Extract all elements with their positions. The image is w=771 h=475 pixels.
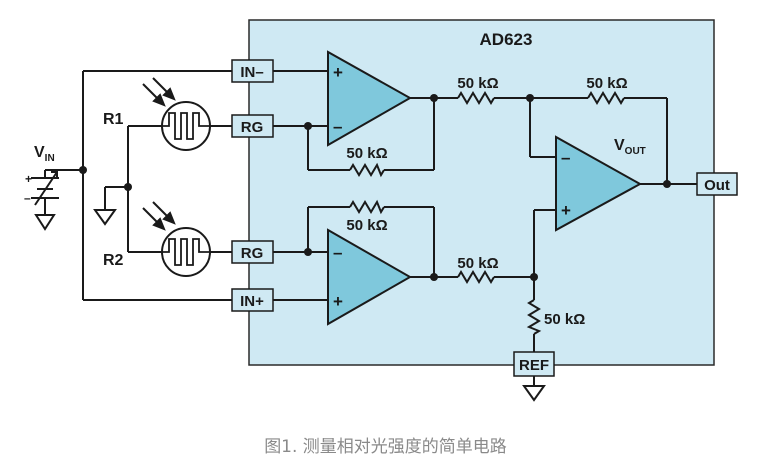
wires [44, 70, 697, 386]
vout-label: VOUT [614, 137, 646, 157]
ad623-chip-body [248, 19, 715, 366]
pin-in-plus: IN+ [240, 293, 264, 310]
opamp-top-plus: + [333, 63, 343, 82]
r2-label: R2 [103, 252, 124, 269]
resistor-diff-feedback [587, 91, 625, 105]
chip-name: AD623 [480, 30, 533, 49]
opamp-top-minus: – [333, 117, 342, 136]
ground-ref-icon [522, 385, 546, 402]
label-r-bottom-feedback: 50 kΩ [346, 217, 387, 234]
opamp-top [327, 50, 413, 147]
pin-box-in-plus [231, 288, 274, 312]
light-arrows [142, 77, 176, 231]
variable-voltage-source [31, 171, 59, 206]
ground-rg-node-icon [93, 209, 117, 226]
photoresistor-r2 [161, 227, 211, 277]
resistor-symbols [349, 91, 625, 335]
pin-ref: REF [519, 357, 549, 374]
resistor-diff-bottom-input [457, 270, 495, 284]
opamp-bottom-plus: + [333, 292, 343, 311]
pin-box-out [696, 172, 738, 196]
ground-symbols [34, 209, 546, 402]
pin-box-ref [513, 351, 555, 377]
opamp-diff-minus: – [561, 148, 570, 167]
resistor-ref [526, 299, 542, 335]
vin-label: VIN [34, 144, 55, 164]
opamps [327, 50, 643, 326]
label-r-top-feedback: 50 kΩ [346, 145, 387, 162]
pin-boxes [231, 59, 738, 377]
label-r-diff-feedback: 50 kΩ [586, 75, 627, 92]
figure-caption: 图1. 测量相对光强度的简单电路 [264, 437, 507, 457]
pin-box-rg-top [231, 114, 274, 138]
pin-rg-top: RG [241, 119, 264, 136]
pin-out: Out [704, 177, 730, 194]
source-plus-sign: + [25, 172, 32, 186]
pin-in-minus: IN– [240, 64, 263, 81]
opamp-diff-plus: + [561, 201, 571, 220]
source-minus-sign: – [24, 191, 31, 205]
resistor-top-feedback [349, 162, 385, 178]
pin-box-rg-bottom [231, 240, 274, 264]
ground-source-icon [34, 214, 56, 231]
pin-box-in-minus [231, 59, 274, 83]
resistor-bottom-feedback [349, 199, 385, 215]
label-r-diff-top-input: 50 kΩ [457, 75, 498, 92]
opamp-bottom-minus: – [333, 243, 342, 262]
junction-dots [79, 94, 671, 281]
circuit-diagram: AD623 [24, 19, 738, 402]
opamp-diff [555, 135, 643, 232]
label-r-diff-bottom-input: 50 kΩ [457, 255, 498, 272]
r1-label: R1 [103, 111, 124, 128]
resistor-diff-top-input [457, 91, 495, 105]
photoresistor-r1 [161, 101, 211, 151]
opamp-bottom [327, 228, 413, 326]
pin-rg-bottom: RG [241, 245, 264, 262]
label-r-ref: 50 kΩ [544, 311, 585, 328]
